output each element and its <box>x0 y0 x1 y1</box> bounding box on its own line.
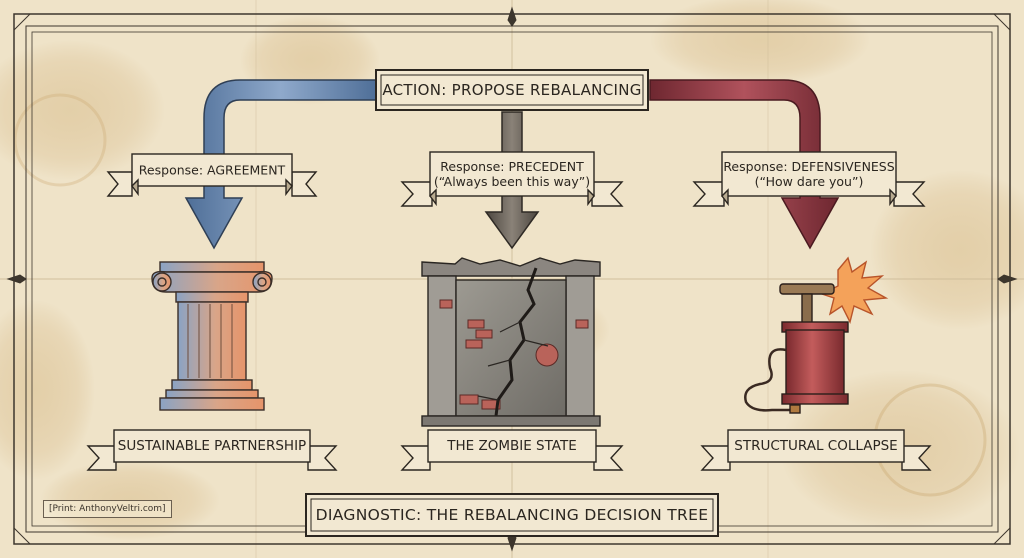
print-credit: [Print: AnthonyVeltri.com] <box>43 500 172 518</box>
response-precedent-line1: Response: PRECEDENT <box>440 159 584 174</box>
blue-arrow <box>184 79 377 250</box>
response-defensiveness-line2: (“How dare you”) <box>754 174 864 189</box>
ionic-column-icon <box>151 261 273 411</box>
outcome-ribbon-right <box>700 429 932 471</box>
outcome-ribbon-left <box>86 429 338 471</box>
response-ribbon-left <box>106 153 318 197</box>
action-label: ACTION: PROPOSE REBALANCING <box>382 81 642 99</box>
outcome-ribbon-center <box>400 429 624 471</box>
response-precedent-line2: (“Always been this way”) <box>433 174 591 189</box>
red-arrow <box>649 79 840 250</box>
response-label-agreement: Response: AGREEMENT <box>139 163 285 178</box>
cracked-brick-wall-icon <box>421 257 601 427</box>
response-defensiveness-line1: Response: DEFENSIVENESS <box>723 159 895 174</box>
outcome-label-collapse: STRUCTURAL COLLAPSE <box>734 438 898 454</box>
response-agreement-line1: Response: AGREEMENT <box>138 162 286 178</box>
response-label-defensiveness: Response: DEFENSIVENESS (“How dare you”) <box>723 159 894 189</box>
title-plaque <box>305 493 719 537</box>
outcome-label-zombie: THE ZOMBIE STATE <box>447 438 577 454</box>
outcome-label-sustainable: SUSTAINABLE PARTNERSHIP <box>117 438 307 454</box>
response-ribbon-center <box>400 151 624 207</box>
ornamental-border <box>6 6 1018 552</box>
tnt-plunger-detonator-icon <box>744 256 889 414</box>
response-ribbon-right <box>692 151 926 207</box>
action-banner <box>375 69 649 111</box>
response-label-precedent: Response: PRECEDENT (“Always been this w… <box>434 159 590 189</box>
diagram-title: DIAGNOSTIC: THE REBALANCING DECISION TRE… <box>315 506 709 524</box>
